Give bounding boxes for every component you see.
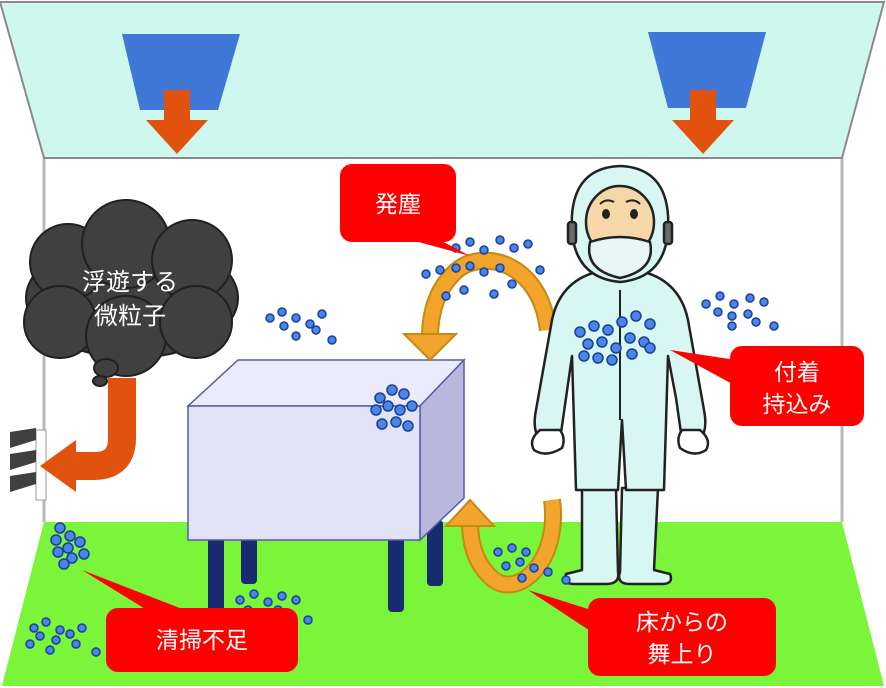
callout-floor-resuspension: 床からの 舞上り xyxy=(528,590,776,676)
attach-label-line1: 付着 xyxy=(774,360,820,386)
attach-label-line2: 持込み xyxy=(763,392,832,418)
ceiling-filter-left xyxy=(122,34,240,154)
cycle-arrow-bottom xyxy=(443,498,563,594)
downflow-arrow-icon xyxy=(672,90,734,154)
downflow-arrow-icon xyxy=(146,90,208,154)
cleanroom-worker-icon xyxy=(530,164,710,586)
ceiling-filter-right xyxy=(648,32,766,154)
hepa-filter-icon xyxy=(648,32,766,108)
hepa-filter-icon xyxy=(122,34,240,110)
floating-particles-label-line1: 浮遊する xyxy=(82,268,178,296)
cycle-arrow-top xyxy=(401,251,557,362)
particles-floating-mid xyxy=(265,307,337,345)
particles-floor-bottom-left xyxy=(25,617,101,657)
cleaning-label: 清掃不足 xyxy=(156,628,248,654)
particles-floor-right xyxy=(493,543,571,585)
particles-floor-left xyxy=(50,522,90,570)
exhaust-airflow-arrow xyxy=(40,378,136,492)
particles-floating-right xyxy=(701,291,779,331)
particles-on-worker xyxy=(574,310,656,366)
callout-cleaning: 清掃不足 xyxy=(82,570,298,672)
callout-dust-generation: 発塵 xyxy=(340,164,470,256)
floor-label-line2: 舞上り xyxy=(648,642,717,668)
thought-cloud-icon: 浮遊する 微粒子 xyxy=(23,199,239,387)
particles-floating-upper xyxy=(421,235,545,301)
callout-attach: 付着 持込み xyxy=(670,346,864,426)
floor-label-line1: 床からの xyxy=(636,610,728,636)
exhaust-vent-icon xyxy=(10,428,47,501)
particles-on-table xyxy=(370,384,418,432)
dust-generation-label: 発塵 xyxy=(375,192,421,218)
floating-particles-label-line2: 微粒子 xyxy=(94,302,166,330)
